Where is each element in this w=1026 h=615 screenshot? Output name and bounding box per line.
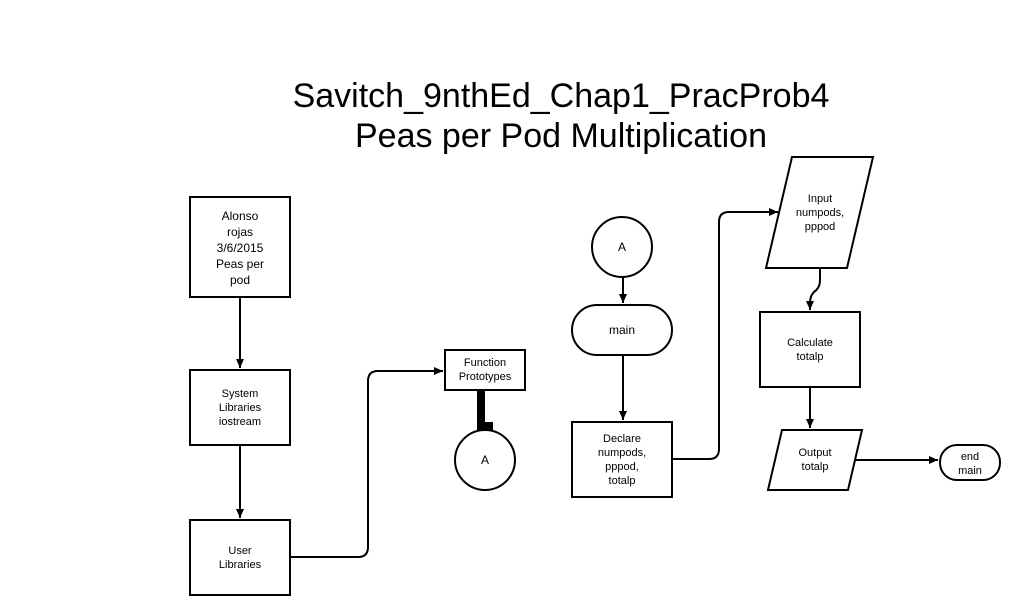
declare-line-1: Declare [603, 433, 641, 445]
connector-a-left: A [454, 429, 516, 491]
user-libraries-line-2: Libraries [219, 559, 262, 571]
edge-input-to-calculate [806, 268, 821, 310]
connector-a-right: A [591, 216, 653, 278]
author-line-1: Alonso [222, 209, 259, 223]
title-line-1: Savitch_9nthEd_Chap1_PracProb4 [293, 77, 830, 115]
end-main-terminator: end main [939, 444, 1001, 481]
author-process-box: Alonso rojas 3/6/2015 Peas per pod [189, 196, 291, 298]
declare-line-4: totalp [609, 475, 636, 487]
author-line-2: rojas [227, 225, 253, 239]
connector-a-right-label: A [618, 240, 626, 254]
function-prototypes-line-2: Prototypes [459, 371, 512, 383]
input-parallelogram: Input numpods, pppod [764, 156, 875, 269]
calculate-line-2: totalp [797, 351, 824, 363]
function-prototypes-box: Function Prototypes [444, 349, 526, 391]
user-libraries-line-1: User [228, 545, 252, 557]
system-libraries-line-3: iostream [219, 416, 261, 428]
edge-declare-to-input [673, 208, 778, 460]
edge-user-libraries-to-function-prototypes [291, 367, 443, 558]
input-line-2: numpods, [796, 207, 844, 219]
end-main-line-1: end [961, 451, 979, 463]
title-line-2: Peas per Pod Multiplication [355, 117, 767, 155]
connector-a-left-label: A [481, 453, 489, 467]
output-parallelogram: Output totalp [766, 429, 864, 491]
system-libraries-line-2: Libraries [219, 402, 262, 414]
declare-line-3: pppod, [605, 461, 639, 473]
calculate-line-1: Calculate [787, 337, 833, 349]
author-line-4: Peas per [216, 257, 264, 271]
output-line-2: totalp [802, 461, 829, 473]
edges [236, 208, 938, 558]
system-libraries-box: System Libraries iostream [189, 369, 291, 446]
input-line-1: Input [808, 193, 832, 205]
output-line-1: Output [798, 447, 831, 459]
end-main-line-2: main [958, 465, 982, 477]
calculate-box: Calculate totalp [759, 311, 861, 388]
main-label: main [609, 323, 635, 337]
declare-box: Declare numpods, pppod, totalp [571, 421, 673, 498]
user-libraries-box: User Libraries [189, 519, 291, 596]
function-prototypes-line-1: Function [464, 357, 506, 369]
diagram-title: Savitch_9nthEd_Chap1_PracProb4 Peas per … [293, 77, 830, 155]
system-libraries-line-1: System [222, 388, 259, 400]
input-line-3: pppod [805, 221, 836, 233]
edge-function-prototypes-to-connector [477, 390, 493, 434]
author-line-5: pod [230, 273, 250, 287]
declare-line-2: numpods, [598, 447, 646, 459]
author-line-3: 3/6/2015 [217, 241, 264, 255]
main-terminator: main [571, 304, 673, 356]
